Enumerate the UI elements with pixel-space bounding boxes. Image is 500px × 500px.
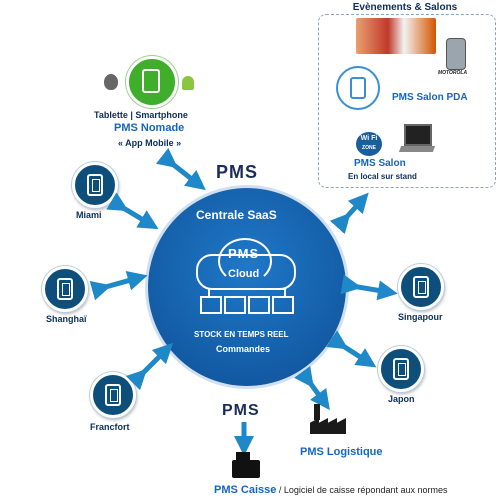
arrow-events	[329, 192, 369, 235]
motorola-text: MOTOROLA	[438, 70, 468, 76]
salon-tablet-node	[336, 66, 380, 110]
pms-logo-top: PMS	[216, 162, 259, 182]
arrow-logistique	[294, 366, 330, 411]
factory-icon	[310, 404, 346, 434]
monitor-icon	[272, 296, 294, 314]
wifi-text: Wi Fi	[360, 135, 378, 142]
arrow-mobile	[155, 147, 206, 191]
label-singapour: Singapour	[398, 312, 443, 322]
pda-label: PMS Salon PDA	[392, 92, 468, 103]
events-title: Evènements & Salons	[352, 2, 458, 13]
caisse-label: PMS Caisse	[214, 484, 277, 496]
label-japon: Japon	[388, 394, 415, 404]
arrow-francfort	[125, 342, 174, 391]
events-box	[318, 14, 496, 188]
tablet-icon	[350, 77, 366, 99]
arrow-singapour	[340, 274, 398, 301]
monitor-icon	[224, 296, 246, 314]
label-miami: Miami	[76, 210, 102, 220]
central-circle	[148, 188, 346, 386]
mobile-tablet-node	[126, 56, 178, 108]
cash-register-icon	[232, 452, 260, 478]
arrow-shanghai	[89, 271, 148, 301]
monitor-icon	[248, 296, 270, 314]
pms-logo-bottom: PMS	[222, 402, 260, 419]
mobile-name: PMS Nomade	[114, 122, 185, 134]
tablet-icon	[87, 174, 103, 196]
devices-row	[200, 288, 294, 320]
mobile-sub: « App Mobile »	[118, 138, 182, 148]
commandes-label: Commandes	[216, 344, 271, 354]
tablet-icon	[105, 384, 121, 406]
label-shanghai: Shanghaï	[46, 314, 87, 324]
arrow-japon	[326, 330, 377, 368]
laptop-icon	[398, 124, 436, 160]
apple-icon	[104, 74, 118, 90]
cloud-label: Cloud	[228, 268, 260, 280]
stand-photo	[356, 18, 436, 54]
wifi-icon: Wi Fi ZONE	[356, 132, 382, 156]
label-francfort: Francfort	[90, 422, 130, 432]
wifi-zone: ZONE	[362, 145, 376, 151]
monitor-icon	[200, 296, 222, 314]
node-miami	[72, 162, 118, 208]
node-shanghai	[42, 266, 88, 312]
caisse-line: PMS Caisse / Logiciel de caisse répondan…	[214, 484, 447, 496]
logistique-label: PMS Logistique	[300, 446, 383, 458]
node-singapour	[398, 264, 444, 310]
arrow-miami	[106, 192, 159, 230]
tablet-icon	[413, 276, 429, 298]
central-title: Centrale SaaS	[196, 208, 277, 222]
pda-icon	[446, 38, 466, 70]
caisse-desc: / Logiciel de caisse répondant aux norme…	[276, 485, 448, 495]
tablet-icon	[142, 69, 160, 93]
tablet-icon	[57, 278, 73, 300]
mobile-devices: Tablette | Smartphone	[94, 110, 188, 120]
salon-sub: En local sur stand	[348, 172, 417, 181]
salon-label: PMS Salon	[354, 158, 406, 169]
stock-label: STOCK EN TEMPS REEL	[194, 330, 289, 339]
android-icon	[182, 76, 194, 90]
cloud-logo: PMS	[228, 246, 260, 261]
tablet-icon	[393, 358, 409, 380]
node-japon	[378, 346, 424, 392]
